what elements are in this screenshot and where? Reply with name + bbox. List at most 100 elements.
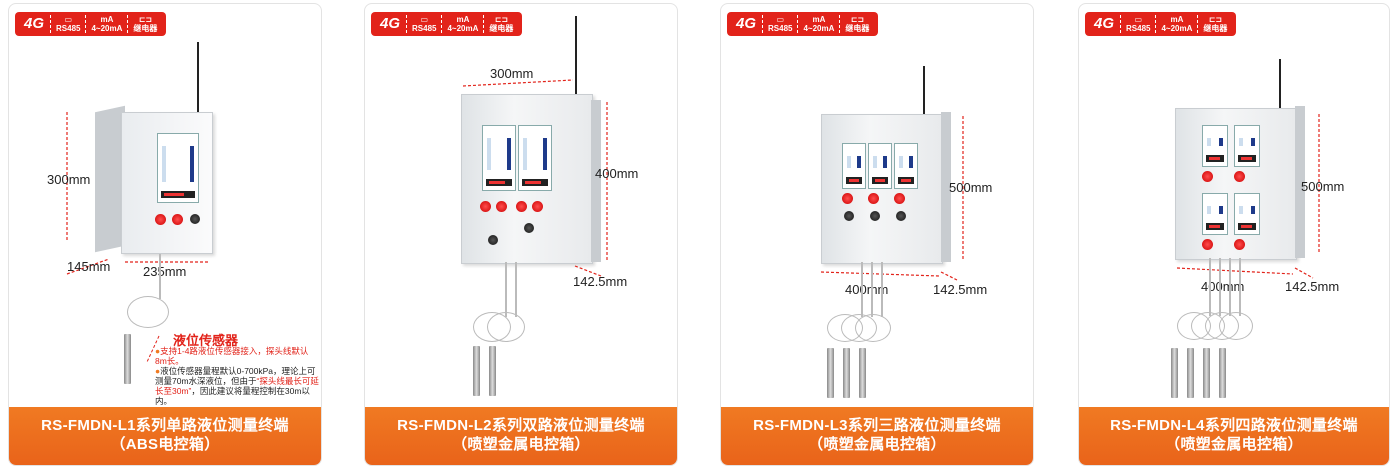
- product-footer: RS-FMDN-L3系列三路液位测量终端 （喷塑金属电控箱）: [721, 407, 1033, 465]
- dimension-depth: 142.5mm: [933, 282, 988, 297]
- 4g-badge: 4G: [24, 15, 45, 32]
- sensor-title: 液位传感器: [173, 333, 239, 348]
- relay-icon: ⊏⊐: [1208, 15, 1223, 24]
- dimension-height: 300mm: [47, 172, 91, 187]
- alarm-button: [516, 201, 527, 212]
- level-probe: [827, 348, 834, 398]
- 4g-badge: 4G: [736, 15, 757, 32]
- dimension-depth: 142.5mm: [1285, 279, 1340, 294]
- dimension-arrows: [66, 112, 209, 363]
- level-meter: [518, 125, 552, 191]
- probe-cable: [505, 262, 507, 317]
- probe-cable: [861, 262, 863, 317]
- dimension-depth: 142.5mm: [573, 274, 628, 289]
- level-meter: [1202, 125, 1228, 167]
- rs485-badge: ▭RS485: [406, 15, 441, 33]
- milliamp-icon: mA: [100, 15, 114, 24]
- serial-port-icon: ▭: [1134, 15, 1143, 24]
- serial-port-icon: ▭: [64, 15, 73, 24]
- serial-port-icon: ▭: [420, 15, 429, 24]
- product-subtitle: （喷塑金属电控箱）: [452, 436, 590, 453]
- 4g-badge: 4G: [380, 15, 401, 32]
- cable-loop: [127, 296, 169, 328]
- product-title: RS-FMDN-L3系列三路液位测量终端: [753, 417, 1001, 434]
- probe-cable: [871, 262, 873, 317]
- milliamp-icon: mA: [456, 15, 470, 24]
- product-footer: RS-FMDN-L1系列单路液位测量终端 （ABS电控箱）: [9, 407, 321, 465]
- level-meter: [868, 143, 892, 189]
- product-title: RS-FMDN-L2系列双路液位测量终端: [397, 417, 645, 434]
- relay-icon: ⊏⊐: [138, 15, 153, 24]
- relay-badge: ⊏⊐继电器: [483, 15, 518, 33]
- level-meter: [1202, 193, 1228, 235]
- alarm-button: [1202, 171, 1213, 182]
- dimension-width: 235mm: [143, 264, 187, 279]
- product-subtitle: （喷塑金属电控箱）: [808, 436, 946, 453]
- level-probe: [1219, 348, 1226, 398]
- alarm-button: [842, 193, 853, 204]
- dimension-arrows: [1176, 114, 1320, 279]
- dimension-height: 500mm: [1301, 179, 1345, 194]
- probe-cable: [1229, 258, 1231, 316]
- relay-badge: ⊏⊐继电器: [839, 15, 874, 33]
- cable-loop: [487, 312, 525, 342]
- level-meter: [1234, 193, 1260, 235]
- probe-cable: [1239, 258, 1241, 316]
- level-probe: [859, 348, 866, 398]
- milliamp-icon: mA: [812, 15, 826, 24]
- serial-port-icon: ▭: [776, 15, 785, 24]
- level-probe: [1171, 348, 1178, 398]
- level-meter: [157, 133, 199, 203]
- probe-cable: [159, 254, 161, 299]
- cabinet-side: [941, 112, 951, 262]
- alarm-button: [480, 201, 491, 212]
- rs485-badge: ▭RS485: [50, 15, 85, 33]
- product-subtitle: （喷塑金属电控箱）: [1165, 436, 1303, 453]
- selector-knob: [190, 214, 200, 224]
- dimension-width: 300mm: [490, 66, 534, 81]
- product-footer: RS-FMDN-L2系列双路液位测量终端 （喷塑金属电控箱）: [365, 407, 677, 465]
- level-meter: [842, 143, 866, 189]
- dimension-arrows: [462, 79, 608, 277]
- alarm-button: [1234, 239, 1245, 250]
- antenna-icon: [575, 16, 577, 96]
- probe-cable: [1219, 258, 1221, 316]
- alarm-button: [172, 214, 183, 225]
- level-meter: [894, 143, 918, 189]
- selector-knob: [524, 223, 534, 233]
- alarm-button: [894, 193, 905, 204]
- relay-badge: ⊏⊐继电器: [127, 15, 162, 33]
- alarm-button: [1202, 239, 1213, 250]
- alarm-button: [532, 201, 543, 212]
- alarm-button: [155, 214, 166, 225]
- dimension-arrows: [820, 116, 964, 281]
- antenna-icon: [1279, 59, 1281, 109]
- cable-loop: [1219, 312, 1253, 340]
- dimension-height: 400mm: [595, 166, 639, 181]
- dimension-width: 400mm: [1201, 279, 1245, 294]
- cabinet-side: [1295, 106, 1305, 258]
- selector-knob: [896, 211, 906, 221]
- probe-cable: [1209, 258, 1211, 316]
- level-probe: [124, 334, 131, 384]
- product-footer: RS-FMDN-L4系列四路液位测量终端 （喷塑金属电控箱）: [1079, 407, 1389, 465]
- rs485-badge: ▭RS485: [762, 15, 797, 33]
- dimension-width: 400mm: [845, 282, 889, 297]
- dimension-depth: 145mm: [67, 259, 111, 274]
- rs485-badge: ▭RS485: [1120, 15, 1155, 33]
- dimension-height: 500mm: [949, 180, 993, 195]
- probe-cable: [881, 262, 883, 317]
- level-meter: [1234, 125, 1260, 167]
- level-probe: [473, 346, 480, 396]
- alarm-button: [1234, 171, 1245, 182]
- relay-icon: ⊏⊐: [850, 15, 865, 24]
- cabinet-side: [591, 100, 601, 262]
- level-probe: [1187, 348, 1194, 398]
